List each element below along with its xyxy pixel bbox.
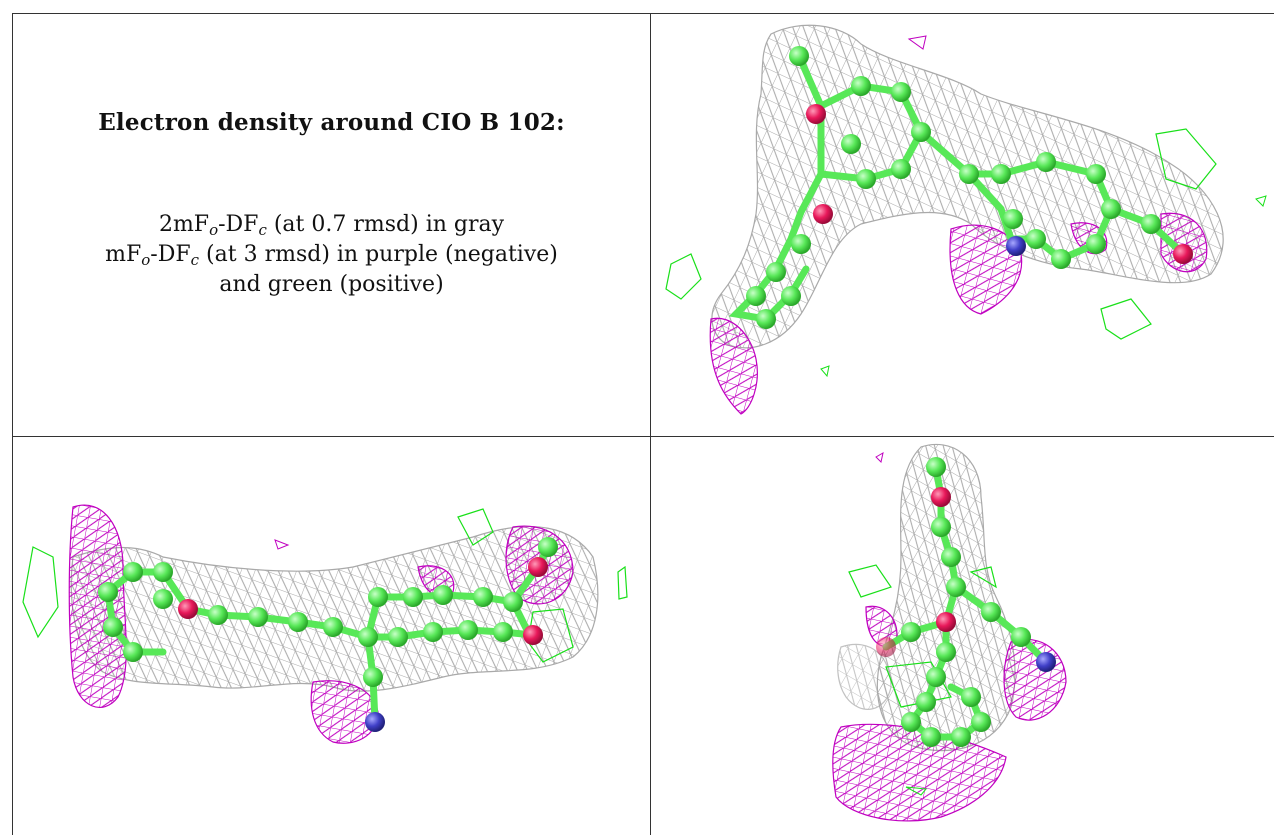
legend-text: 2mFo-DFc (at 0.7 rmsd) in gray mFo-DFc (… <box>13 210 650 300</box>
density-view-bottom-right-image <box>832 443 1067 822</box>
density-view-bottom-right <box>651 437 1274 835</box>
legend-line-fo-fc: mFo-DFc (at 3 rmsd) in purple (negative) <box>105 242 558 269</box>
legend-line-2fo-fc: 2mFo-DFc (at 0.7 rmsd) in gray <box>158 212 505 239</box>
density-view-top-right-image <box>665 24 1267 415</box>
legend-line-colors: and green (positive) <box>219 272 444 297</box>
table-divider-horizontal <box>12 436 1274 437</box>
legend-title: Electron density around CIO B 102: <box>98 109 565 136</box>
density-view-bottom-left <box>13 437 650 835</box>
density-view-bottom-left-image <box>22 504 628 744</box>
density-view-top-right <box>651 14 1274 436</box>
figure-table <box>12 13 1274 835</box>
table-divider-vertical <box>650 13 651 835</box>
legend-cell: Electron density around CIO B 102: 2mFo-… <box>13 14 650 436</box>
